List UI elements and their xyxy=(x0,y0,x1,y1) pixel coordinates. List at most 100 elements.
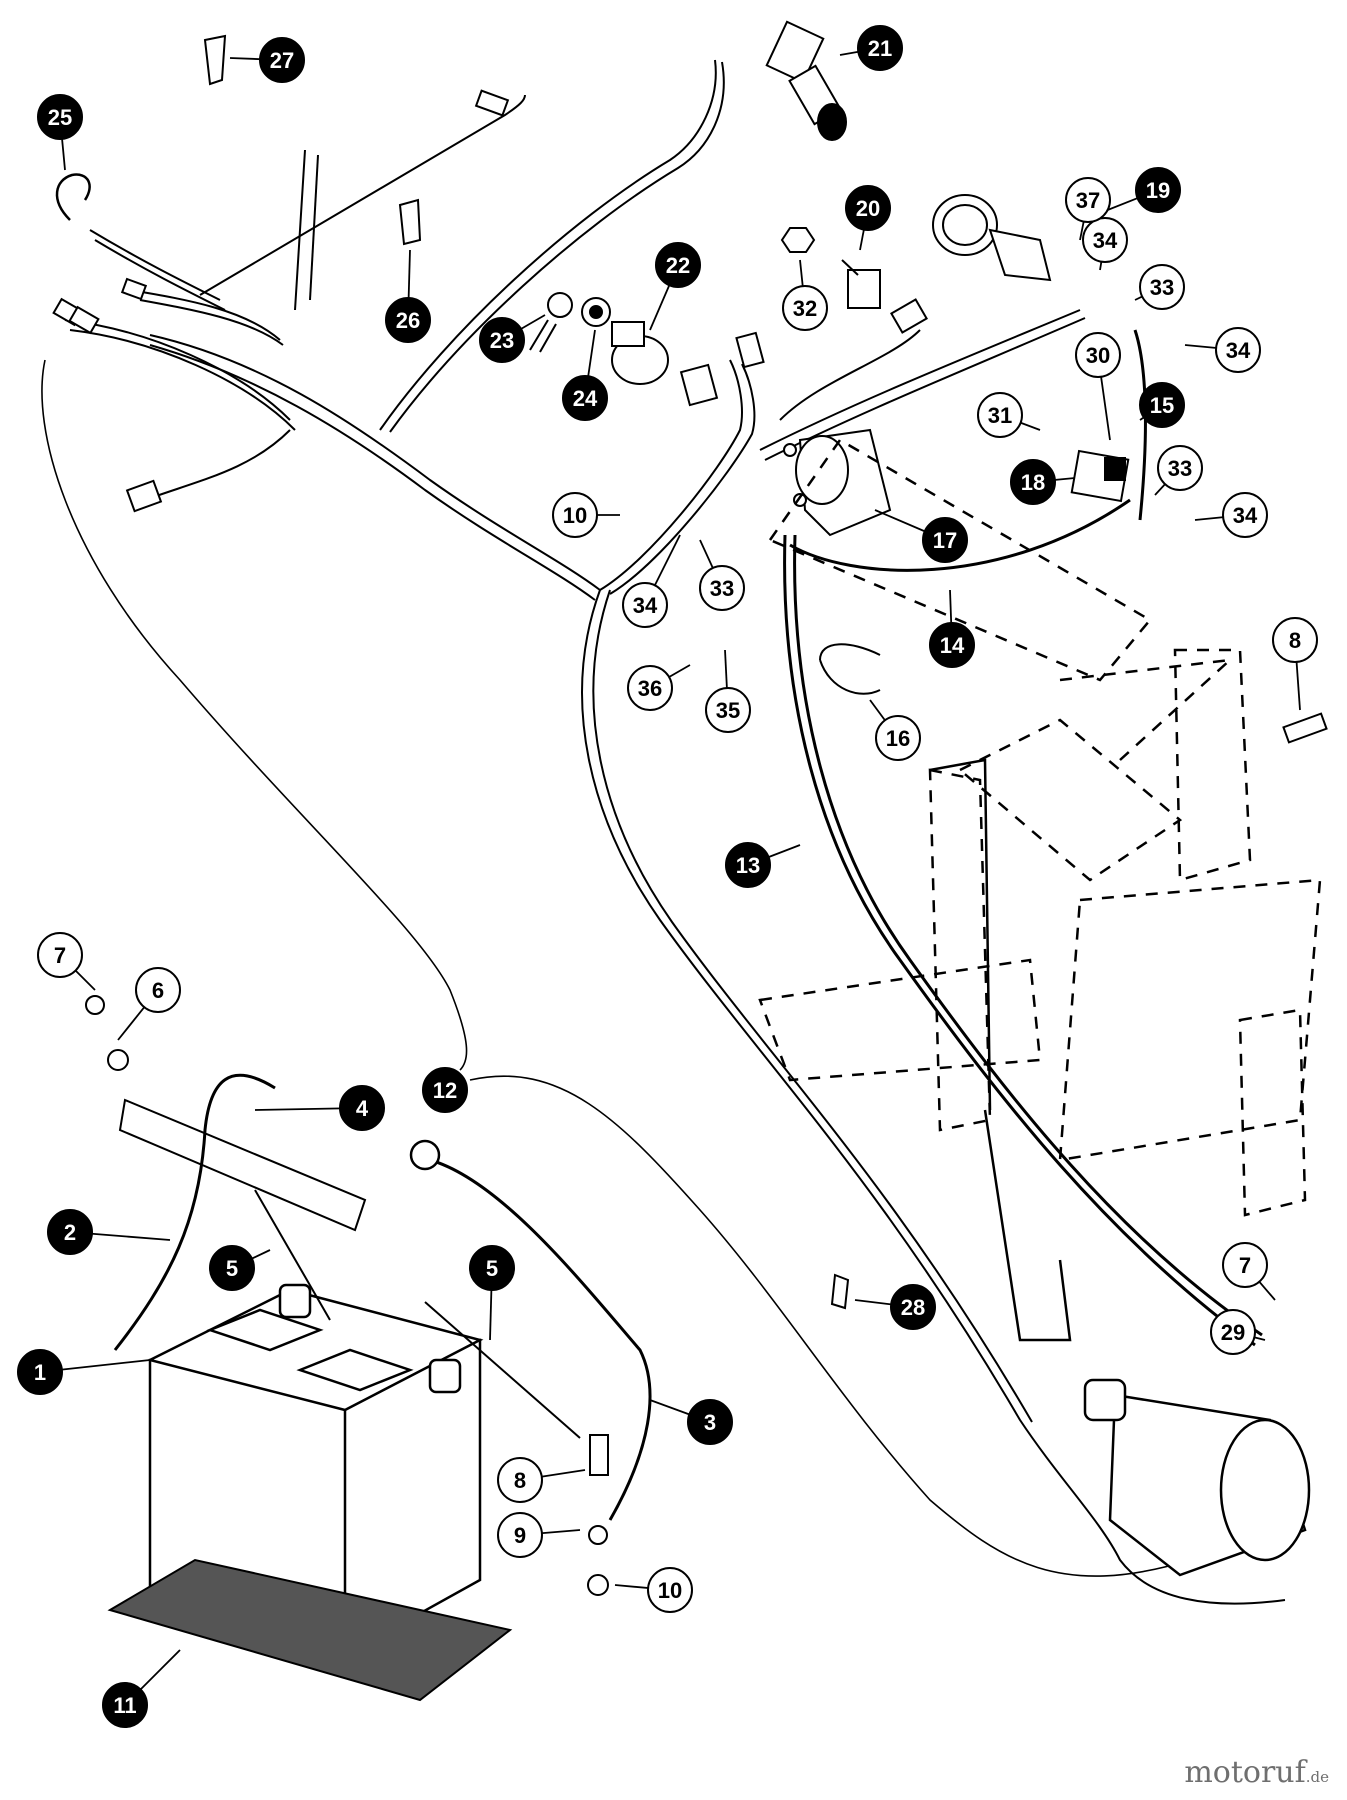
callout-label: 18 xyxy=(1021,470,1045,495)
callout-9: 9 xyxy=(497,1512,543,1558)
callout-5: 5 xyxy=(469,1245,515,1291)
callout-1: 1 xyxy=(17,1349,63,1395)
callout-24: 24 xyxy=(562,375,608,421)
hold-down-bar xyxy=(118,1098,581,1439)
callout-3: 3 xyxy=(687,1399,733,1445)
callout-circle xyxy=(845,185,891,231)
callout-6: 6 xyxy=(135,967,181,1013)
callout-33: 33 xyxy=(1157,445,1203,491)
battery-mat xyxy=(107,1558,513,1702)
callout-label: 11 xyxy=(113,1693,136,1718)
callout-circle xyxy=(339,1085,385,1131)
callout-label: 24 xyxy=(573,386,598,411)
callout-35: 35 xyxy=(705,687,751,733)
callout-circle xyxy=(497,1457,543,1503)
callout-label: 22 xyxy=(666,253,690,278)
callout-label: 33 xyxy=(1150,275,1174,300)
callout-label: 16 xyxy=(886,726,910,751)
callout-label: 12 xyxy=(433,1078,457,1103)
callout-label: 7 xyxy=(1239,1253,1251,1278)
callout-circle xyxy=(209,1245,255,1291)
callout-label: 33 xyxy=(710,576,734,601)
harness-connectors xyxy=(52,89,928,513)
callout-label: 29 xyxy=(1221,1320,1245,1345)
callout-label: 30 xyxy=(1086,343,1110,368)
callout-label: 26 xyxy=(396,308,420,333)
callout-label: 27 xyxy=(270,48,294,73)
callout-23: 23 xyxy=(479,317,525,363)
hour-gauge xyxy=(932,194,1052,282)
callout-circle xyxy=(687,1399,733,1445)
callout-15: 15 xyxy=(1139,382,1185,428)
callout-label: 34 xyxy=(1093,228,1118,253)
callout-label: 8 xyxy=(1289,628,1301,653)
callout-circle xyxy=(552,492,598,538)
callout-2: 2 xyxy=(47,1209,93,1255)
callout-19: 19 xyxy=(1135,167,1181,213)
callout-7: 7 xyxy=(1222,1242,1268,1288)
callout-circle xyxy=(1222,492,1268,538)
loop-terminal xyxy=(55,173,91,221)
callout-circle xyxy=(422,1067,468,1113)
wiring-harness xyxy=(64,59,1286,1605)
callout-circle xyxy=(1010,459,1056,505)
callout-21: 21 xyxy=(857,25,903,71)
callout-circle xyxy=(1210,1309,1256,1355)
callout-label: 31 xyxy=(988,403,1012,428)
callout-circle xyxy=(37,94,83,140)
callout-circle xyxy=(102,1682,148,1728)
callout-26: 26 xyxy=(385,297,431,343)
callout-34: 34 xyxy=(1222,492,1268,538)
toggle-switch xyxy=(841,259,881,309)
callout-label: 20 xyxy=(856,196,880,221)
callout-label: 34 xyxy=(633,593,658,618)
callout-11: 11 xyxy=(102,1682,148,1728)
terminal-hardware xyxy=(85,995,129,1071)
callout-12: 12 xyxy=(422,1067,468,1113)
callout-circle xyxy=(135,967,181,1013)
callout-label: 21 xyxy=(868,36,892,61)
callout-circle xyxy=(479,317,525,363)
callout-label: 2 xyxy=(64,1220,76,1245)
callout-27: 27 xyxy=(259,37,305,83)
callout-label: 32 xyxy=(793,296,817,321)
callout-label: 3 xyxy=(704,1410,716,1435)
callout-circle xyxy=(469,1245,515,1291)
callout-13: 13 xyxy=(725,842,771,888)
callout-circle xyxy=(1272,617,1318,663)
callout-5: 5 xyxy=(209,1245,255,1291)
callout-circle xyxy=(929,622,975,668)
callout-30: 30 xyxy=(1075,332,1121,378)
callout-circle xyxy=(385,297,431,343)
callout-label: 7 xyxy=(54,943,66,968)
callout-20: 20 xyxy=(845,185,891,231)
callout-label: 17 xyxy=(933,528,957,553)
callout-33: 33 xyxy=(699,565,745,611)
callout-32: 32 xyxy=(782,285,828,331)
clip-28 xyxy=(830,1273,850,1310)
callout-10: 10 xyxy=(552,492,598,538)
callout-14: 14 xyxy=(929,622,975,668)
clip-26 xyxy=(398,198,422,246)
callout-circle xyxy=(562,375,608,421)
callout-16: 16 xyxy=(875,715,921,761)
cable-14 xyxy=(789,498,1131,572)
callout-circle xyxy=(1157,445,1203,491)
callout-circle xyxy=(647,1567,693,1613)
callout-circle xyxy=(922,517,968,563)
frame-bolt xyxy=(1282,712,1328,744)
callout-label: 5 xyxy=(486,1256,498,1281)
watermark: motoruf.de xyxy=(1184,1755,1329,1790)
callout-circle xyxy=(705,687,751,733)
callout-label: 15 xyxy=(1150,393,1174,418)
cable-15 xyxy=(1133,329,1147,521)
callout-circle xyxy=(782,285,828,331)
callout-label: 37 xyxy=(1076,188,1100,213)
callout-circle xyxy=(890,1284,936,1330)
callout-22: 22 xyxy=(655,242,701,288)
callout-circle xyxy=(857,25,903,71)
callout-label: 5 xyxy=(226,1256,238,1281)
callout-label: 19 xyxy=(1146,178,1170,203)
